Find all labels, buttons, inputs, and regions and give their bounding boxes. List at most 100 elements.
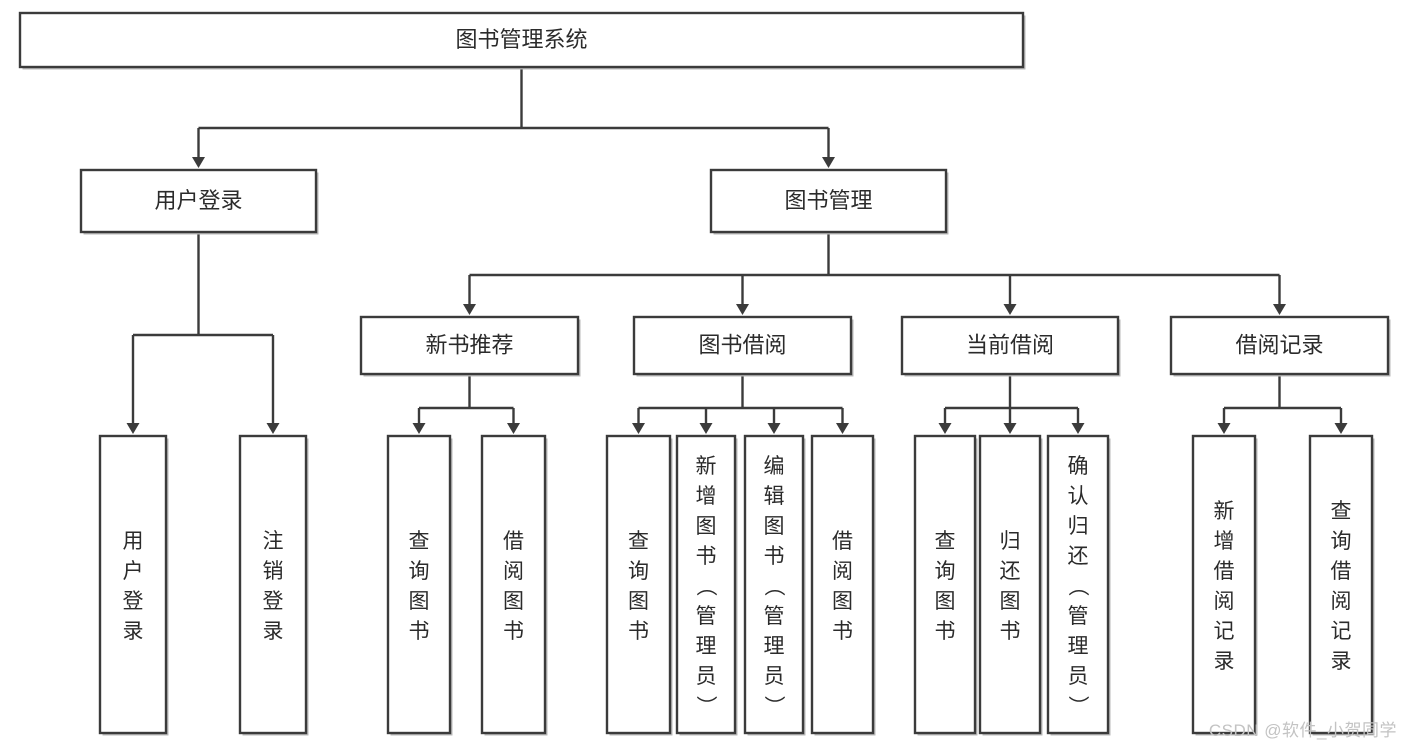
svg-text:）: ） <box>762 695 785 716</box>
node-box-book-manage[interactable] <box>709 168 948 234</box>
node-box-query-book-3[interactable] <box>913 434 977 735</box>
svg-text:登: 登 <box>263 590 284 613</box>
svg-text:增: 增 <box>1214 530 1235 553</box>
node-box-user-logout[interactable] <box>238 434 308 735</box>
svg-text:（: （ <box>694 575 717 596</box>
svg-text:查: 查 <box>409 530 430 553</box>
svg-text:记: 记 <box>1214 620 1235 643</box>
svg-text:查: 查 <box>935 530 956 553</box>
svg-text:员: 员 <box>764 665 785 688</box>
svg-text:记: 记 <box>1331 620 1352 643</box>
svg-text:录: 录 <box>123 620 144 643</box>
svg-text:员: 员 <box>1068 665 1089 688</box>
node-label-book-borrow: 图书借阅 <box>698 332 786 357</box>
svg-text:书: 书 <box>409 620 430 643</box>
svg-text:询: 询 <box>628 560 649 583</box>
node-box-user-login-do[interactable] <box>98 434 168 735</box>
svg-text:还: 还 <box>1068 545 1089 568</box>
svg-text:书: 书 <box>764 545 785 568</box>
watermark-text: CSDN @软件_小贺同学 <box>1208 721 1397 740</box>
svg-text:编: 编 <box>764 455 785 478</box>
svg-text:员: 员 <box>696 665 717 688</box>
svg-text:阅: 阅 <box>1331 590 1352 613</box>
node-box-query-borrow-record[interactable] <box>1308 434 1374 735</box>
svg-text:登: 登 <box>123 590 144 613</box>
svg-text:新: 新 <box>696 455 717 478</box>
node-box-borrow-book-1[interactable] <box>480 434 547 735</box>
svg-text:（: （ <box>762 575 785 596</box>
svg-text:增: 增 <box>696 485 717 508</box>
svg-text:）: ） <box>1066 695 1089 716</box>
node-box-borrow-book-2[interactable] <box>810 434 875 735</box>
node-box-query-book-1[interactable] <box>386 434 452 735</box>
svg-text:管: 管 <box>764 605 785 628</box>
svg-text:图: 图 <box>935 590 956 613</box>
node-box-confirm-return-admin[interactable] <box>1046 434 1110 735</box>
svg-text:归: 归 <box>1000 530 1021 553</box>
svg-text:询: 询 <box>409 560 430 583</box>
svg-text:管: 管 <box>1068 605 1089 628</box>
node-box-user-login[interactable] <box>79 168 318 234</box>
svg-text:录: 录 <box>263 620 284 643</box>
node-box-edit-book-admin[interactable] <box>743 434 805 735</box>
node-box-borrow-record[interactable] <box>1169 315 1390 376</box>
svg-text:借: 借 <box>1331 560 1352 583</box>
svg-text:询: 询 <box>935 560 956 583</box>
svg-text:书: 书 <box>1000 620 1021 643</box>
svg-text:认: 认 <box>1068 485 1089 508</box>
svg-text:辑: 辑 <box>764 485 785 508</box>
node-label-user-login-do: 用户登录 <box>123 530 144 643</box>
svg-text:借: 借 <box>1214 560 1235 583</box>
svg-text:询: 询 <box>1331 530 1352 553</box>
svg-text:图: 图 <box>628 590 649 613</box>
node-box-new-book-recommend[interactable] <box>359 315 580 376</box>
svg-text:理: 理 <box>696 635 717 658</box>
svg-text:阅: 阅 <box>832 560 853 583</box>
node-layer: 图书管理系统用户登录用户登录注销登录图书管理新书推荐查询图书借阅图书图书借阅查询… <box>18 11 1391 736</box>
node-label-user-login: 用户登录 <box>154 188 242 213</box>
svg-text:查: 查 <box>628 530 649 553</box>
svg-text:图: 图 <box>764 515 785 538</box>
svg-text:图: 图 <box>503 590 524 613</box>
node-box-add-book-admin[interactable] <box>675 434 737 735</box>
node-label-root: 图书管理系统 <box>455 27 587 52</box>
node-box-book-borrow[interactable] <box>632 315 853 376</box>
svg-text:借: 借 <box>832 530 853 553</box>
svg-text:书: 书 <box>832 620 853 643</box>
svg-text:书: 书 <box>503 620 524 643</box>
node-label-new-book-recommend: 新书推荐 <box>425 332 513 357</box>
svg-text:理: 理 <box>764 635 785 658</box>
svg-text:图: 图 <box>1000 590 1021 613</box>
node-box-current-borrow[interactable] <box>900 315 1120 376</box>
svg-text:注: 注 <box>263 530 284 553</box>
node-box-query-book-2[interactable] <box>605 434 672 735</box>
node-label-book-manage: 图书管理 <box>784 188 872 213</box>
node-box-root[interactable] <box>18 11 1025 69</box>
svg-text:理: 理 <box>1068 635 1089 658</box>
svg-text:还: 还 <box>1000 560 1021 583</box>
svg-text:图: 图 <box>409 590 430 613</box>
svg-text:阅: 阅 <box>503 560 524 583</box>
node-box-add-borrow-record[interactable] <box>1191 434 1257 735</box>
node-box-return-book[interactable] <box>978 434 1042 735</box>
svg-text:用: 用 <box>123 530 144 553</box>
svg-text:图: 图 <box>696 515 717 538</box>
svg-text:（: （ <box>1066 575 1089 596</box>
svg-text:管: 管 <box>696 605 717 628</box>
svg-text:录: 录 <box>1331 650 1352 673</box>
svg-text:书: 书 <box>696 545 717 568</box>
svg-text:归: 归 <box>1068 515 1089 538</box>
connector-layer <box>126 67 1348 434</box>
